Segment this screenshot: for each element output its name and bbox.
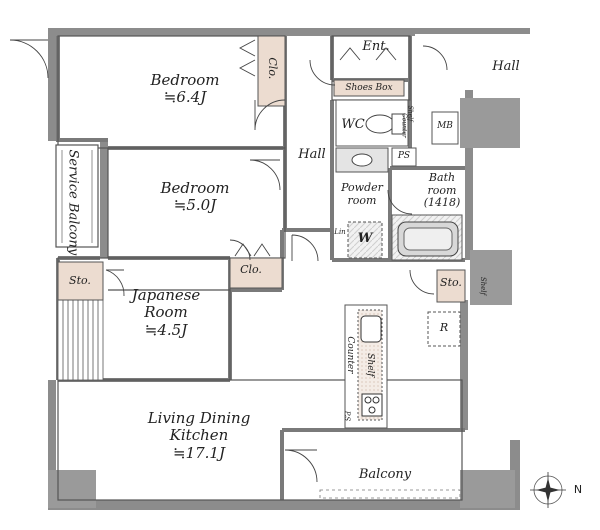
bedroom-1-name: Bedroom xyxy=(150,71,220,89)
bedroom-2-name: Bedroom xyxy=(160,179,230,197)
entrance-label: Ent. xyxy=(362,39,390,54)
powder-room-name-2: room xyxy=(347,193,377,207)
ps-shaft xyxy=(391,147,417,167)
ldk-size: ≒17.1J xyxy=(173,443,225,462)
vanity xyxy=(335,147,389,173)
ps-kitchen-label: P.S xyxy=(343,410,351,422)
bedroom-2-label: Bedroom ≒5.0J xyxy=(150,179,240,215)
closet-japanese xyxy=(229,257,283,289)
bedroom-1-label: Bedroom ≒6.4J xyxy=(140,71,230,107)
closet-2-label: Clo. xyxy=(240,263,262,276)
bathroom-name-1: Bath xyxy=(428,171,456,184)
closet-bedroom-1 xyxy=(257,35,286,107)
storage-1-label: Sto. xyxy=(69,274,91,287)
counter-label: Counter xyxy=(345,336,355,374)
japanese-room-name-1: Japanese xyxy=(131,286,201,304)
japanese-room-size: ≒4.5J xyxy=(144,320,188,339)
ldk-label: Living Dining Kitchen ≒17.1J xyxy=(134,409,264,462)
compass-icon xyxy=(530,472,566,508)
storage-2-label: Sto. xyxy=(440,276,462,289)
closet-doors xyxy=(234,39,397,257)
bathroom-size: (1418) xyxy=(423,196,461,210)
tatami-edge xyxy=(57,299,104,381)
linen-label: Lin xyxy=(334,228,346,236)
balcony-railing xyxy=(319,489,461,499)
bedroom-1-size: ≒6.4J xyxy=(163,88,207,107)
sink xyxy=(360,315,382,343)
kitchen-shelf-label: Shelf xyxy=(365,353,375,377)
ldk-name-2: Kitchen xyxy=(169,426,229,445)
japanese-room-label: Japanese Room ≒4.5J xyxy=(118,286,214,339)
stove xyxy=(361,393,383,417)
service-balcony-label: Service Balcony xyxy=(65,149,81,256)
wet-areas xyxy=(335,99,463,261)
washer-space xyxy=(347,221,383,259)
refrigerator-label: R xyxy=(439,321,449,334)
bathroom-name-2: room xyxy=(427,183,457,197)
door-swings xyxy=(9,39,448,483)
powder-room-label: Powder room xyxy=(336,181,388,207)
storage-right xyxy=(436,269,466,303)
hall-inside-label: Hall xyxy=(298,147,326,162)
shoes-box xyxy=(333,79,405,97)
japanese-room-name-2: Room xyxy=(144,303,188,322)
shoes-box-label: Shoes Box xyxy=(345,83,393,93)
kitchen-island xyxy=(344,304,461,429)
hall-outside-label: Hall xyxy=(492,59,520,74)
ldk-name-1: Living Dining xyxy=(147,409,251,427)
storage-areas xyxy=(57,35,466,303)
washer-label: W xyxy=(357,231,373,246)
mb-label: MB xyxy=(437,121,453,131)
bathroom-label: Bath room (1418) xyxy=(416,171,468,210)
refrigerator xyxy=(427,311,461,347)
exterior-walls xyxy=(48,28,530,510)
toilet xyxy=(365,114,395,134)
bedroom-2-size: ≒5.0J xyxy=(173,196,217,215)
ps-label: PS xyxy=(397,151,411,161)
powder-room-name-1: Powder xyxy=(341,181,383,194)
wc-label: WC xyxy=(341,117,365,132)
wc-shelf-label: Shelf xyxy=(406,105,414,122)
mb-box xyxy=(431,111,459,145)
storage-left xyxy=(57,261,104,301)
wc-counter-label: Counter xyxy=(400,113,408,138)
balcony-label: Balcony xyxy=(358,467,412,482)
closet-1-label: Clo. xyxy=(265,57,279,80)
service-balcony xyxy=(55,144,99,248)
compass-north-label: N xyxy=(573,483,583,496)
storage-shelf-label: Shelf xyxy=(479,276,487,296)
